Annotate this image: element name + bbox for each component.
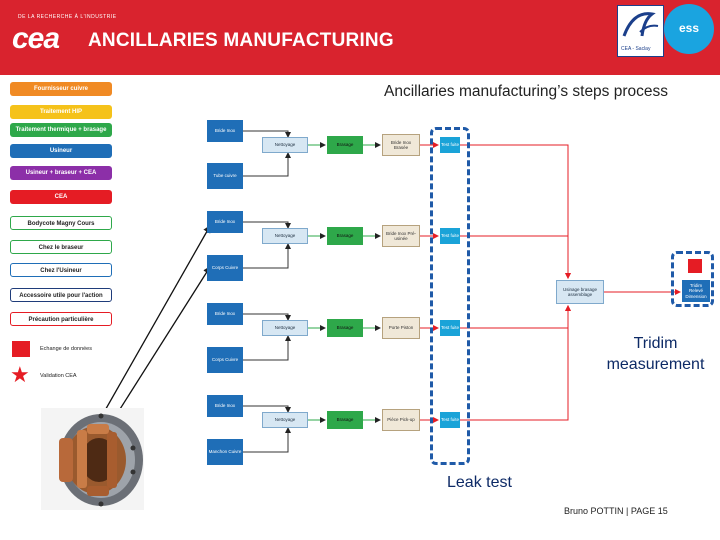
connector-line <box>460 144 571 279</box>
footer-separator: | <box>626 506 629 516</box>
legend-item: Précaution particulière <box>10 312 112 326</box>
connector-line <box>243 152 291 177</box>
ring-arrow-lower <box>107 265 211 429</box>
part-node: Corps Cuivre <box>207 347 243 373</box>
legend-item: Usineur + braseur + CEA <box>10 166 112 180</box>
legend-item: Traitement thermique + brasage <box>10 123 112 137</box>
tridim-node: Tridim Relevé Dimension <box>682 280 710 302</box>
clean-node: Nettoyage <box>262 228 308 244</box>
connector-line <box>243 221 291 229</box>
footer-page: PAGE 15 <box>630 506 668 516</box>
partner-logo-ess: ess <box>664 4 714 54</box>
source-node: Bride Inox <box>207 211 243 233</box>
data-exchange-icon <box>12 341 30 357</box>
tridim-highlight <box>671 251 714 307</box>
ring-arrow-upper <box>94 224 211 429</box>
braze-node: Brasage <box>327 411 363 429</box>
footer-author: Bruno POTTIN <box>564 506 624 516</box>
source-node: Bride Inox <box>207 303 243 325</box>
copper-ring-photo <box>41 408 144 510</box>
assembly-node: Pièce Pick-up <box>382 409 420 431</box>
cea-logo: cea <box>12 22 60 55</box>
legend-item: Chez l'Usineur <box>10 263 112 277</box>
clean-node: Nettoyage <box>262 137 308 153</box>
leak-test-highlight <box>430 127 470 465</box>
test-node: Test fuite <box>440 320 460 336</box>
header-tagline: DE LA RECHERCHE À L'INDUSTRIE <box>18 14 117 20</box>
connector-line <box>460 235 571 279</box>
copper-ring-image <box>41 408 144 510</box>
test-node: Test fuite <box>440 228 460 244</box>
legend-validation-label: Validation CEA <box>40 373 77 379</box>
part-node: Manchon Cuivre <box>207 439 243 465</box>
source-node: Bride Inox <box>207 395 243 417</box>
assembly-node: Bride Inox Pré-usinée <box>382 225 420 247</box>
connector-line <box>243 313 291 321</box>
part-node: Corps Cuivre <box>207 255 243 281</box>
test-node: Test fuite <box>440 137 460 153</box>
connector-line <box>243 427 291 453</box>
validation-star-icon: ★ <box>10 362 30 387</box>
legend-data-exchange-label: Echange de données <box>40 346 92 352</box>
braze-node: Brasage <box>327 227 363 245</box>
legend-item: Chez le braseur <box>10 240 112 254</box>
legend-item: Usineur <box>10 144 112 158</box>
braze-node: Brasage <box>327 136 363 154</box>
header-banner: DE LA RECHERCHE À L'INDUSTRIE cea ANCILL… <box>0 0 720 75</box>
clean-node: Nettoyage <box>262 412 308 428</box>
saclay-logo-icon <box>622 12 659 37</box>
connector-line <box>243 243 291 269</box>
assembly-node: Porte Piston <box>382 317 420 339</box>
connector-line <box>243 405 291 413</box>
tridim-annotation: Tridim measurement <box>606 335 705 373</box>
page-title: ANCILLARIES MANUFACTURING <box>88 30 394 51</box>
tridim-data-exchange-icon <box>688 259 702 273</box>
diagram-subtitle: Ancillaries manufacturing’s steps proces… <box>384 83 669 100</box>
connector-line <box>243 130 291 138</box>
assembly-node: Bride Inox Brasée <box>382 134 420 156</box>
final-assembly-node: Usinage brasage assemblage <box>556 280 604 304</box>
braze-node: Brasage <box>327 319 363 337</box>
legend-item: Fournisseur cuivre <box>10 82 112 96</box>
legend-item: Traitement HIP <box>10 105 112 119</box>
clean-node: Nettoyage <box>262 320 308 336</box>
connector-line <box>243 335 291 361</box>
source-node: Bride Inox <box>207 120 243 142</box>
ess-logo-text: ess <box>678 21 700 35</box>
part-node: Tube cuivre <box>207 163 243 189</box>
saclay-logo-text: CEA - Saclay <box>621 46 651 52</box>
partner-logo-saclay: CEA - Saclay <box>617 5 664 57</box>
legend-item: Bodycote Magny Cours <box>10 216 112 230</box>
footer: Bruno POTTIN | PAGE 15 <box>564 506 668 516</box>
leak-test-annotation: Leak test <box>447 474 512 491</box>
legend-item: Accessoire utile pour l'action <box>10 288 112 302</box>
connector-line <box>460 305 571 421</box>
connector-line <box>460 305 571 329</box>
test-node: Test fuite <box>440 412 460 428</box>
legend-item: CEA <box>10 190 112 204</box>
